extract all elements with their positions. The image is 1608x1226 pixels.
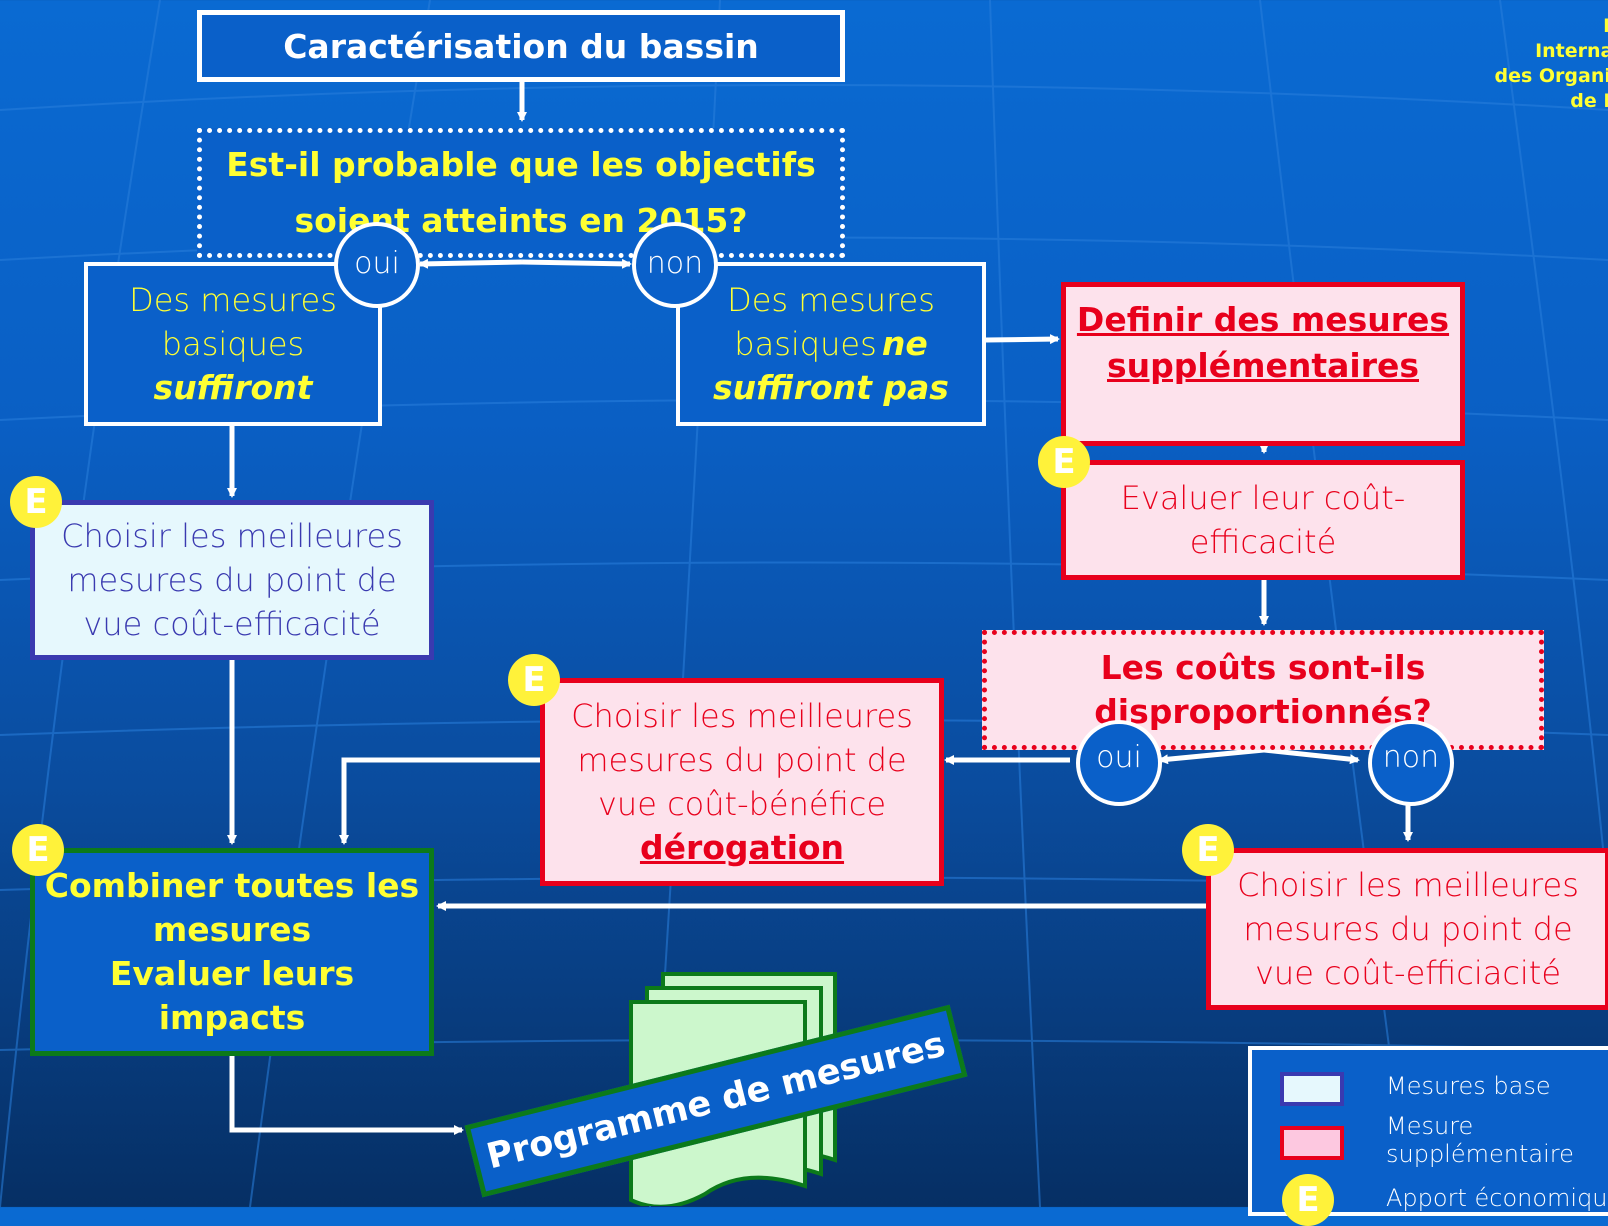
legend-basic-swatch xyxy=(1280,1072,1344,1106)
define-supplementary-measures-box: Definir des mesures supplémentaires xyxy=(1061,282,1465,446)
combine-line: mesures xyxy=(152,910,312,949)
no-label: non xyxy=(1382,740,1440,775)
costs-question-line: disproportionnés? xyxy=(1094,692,1432,731)
basic-no-line: basiques xyxy=(734,325,877,363)
choose-basic-measures-box: Choisir les meilleures mesures du point … xyxy=(30,500,434,660)
combine-line: Evaluer leurs xyxy=(109,954,355,993)
logo-line: Rés xyxy=(1494,14,1608,39)
combine-line: impacts xyxy=(158,998,306,1037)
legend-supplementary-line: supplémentaire xyxy=(1386,1140,1574,1168)
economic-input-icon: E xyxy=(508,654,560,706)
choose-supp-line: mesures du point de xyxy=(1243,910,1573,948)
yes-decision-circle: oui xyxy=(1076,720,1162,806)
logo-line: de Bas xyxy=(1570,90,1608,112)
choose-supplementary-measures-box: Choisir les meilleures mesures du point … xyxy=(1206,848,1608,1010)
choose-basic-line: Choisir les meilleures xyxy=(61,517,403,555)
basic-ok-line: basiques xyxy=(161,325,305,363)
choose-basic-line: vue coût-efficacité xyxy=(83,605,381,643)
legend-economic-icon: E xyxy=(1282,1174,1334,1226)
basic-no-line: Des mesures xyxy=(727,281,935,319)
cost-benefit-line: mesures du point de xyxy=(577,741,907,779)
basic-no-emphasis: suffiront pas xyxy=(713,368,949,407)
choose-supp-line: vue coût-efficiacité xyxy=(1254,954,1562,992)
evaluate-line: Evaluer leur coût- xyxy=(1120,479,1406,517)
basic-no-emphasis: ne xyxy=(881,324,928,363)
legend-box: Mesures base Mesure supplémentaire E App… xyxy=(1248,1046,1608,1226)
economic-input-icon: E xyxy=(12,824,64,876)
yes-label: oui xyxy=(354,246,400,281)
choose-cost-benefit-box: Choisir les meilleures mesures du point … xyxy=(540,678,944,886)
legend-economic-label: Apport économique xyxy=(1386,1184,1608,1212)
logo-line: des Organism xyxy=(1494,65,1608,87)
logo-line: Internatio xyxy=(1535,40,1608,62)
economic-input-icon: E xyxy=(10,476,62,528)
economic-input-icon: E xyxy=(1182,824,1234,876)
network-logo-text: Rés Internatio des Organism de Bas xyxy=(1494,14,1608,114)
objectives-question-line: Est-il probable que les objectifs xyxy=(226,145,816,184)
define-line: Definir des mesures xyxy=(1076,300,1450,339)
combine-measures-box: Combiner toutes les mesures Evaluer leur… xyxy=(30,848,434,1056)
combine-line: Combiner toutes les xyxy=(44,866,420,905)
basic-measures-sufficient-box: Des mesures basiques suffiront xyxy=(84,262,382,426)
cost-benefit-line: Choisir les meilleures xyxy=(571,697,913,735)
evaluate-line: efficacité xyxy=(1189,523,1337,561)
basic-ok-line: Des mesures xyxy=(129,281,337,319)
no-decision-circle: non xyxy=(1368,720,1454,806)
yes-label: oui xyxy=(1096,740,1142,775)
no-decision-circle: non xyxy=(632,222,718,308)
legend-supplementary-label: Mesure supplémentaire xyxy=(1386,1112,1574,1168)
basin-characterization-box: Caractérisation du bassin xyxy=(197,10,845,82)
basic-ok-emphasis: suffiront xyxy=(153,368,313,407)
choose-basic-line: mesures du point de xyxy=(67,561,397,599)
yes-decision-circle: oui xyxy=(334,222,420,308)
legend-supplementary-swatch xyxy=(1280,1126,1344,1160)
basin-characterization-label: Caractérisation du bassin xyxy=(283,26,759,66)
objectives-question-box: Est-il probable que les objectifs soient… xyxy=(197,128,845,258)
costs-question-line: Les coûts sont-ils xyxy=(1100,648,1426,687)
define-line: supplémentaires xyxy=(1107,346,1419,385)
disproportionate-costs-question-box: Les coûts sont-ils disproportionnés? xyxy=(982,630,1544,750)
legend-basic-label: Mesures base xyxy=(1386,1072,1551,1100)
evaluate-cost-effectiveness-box: Evaluer leur coût- efficacité xyxy=(1061,460,1465,580)
derogation-label: dérogation xyxy=(639,828,845,867)
legend-supplementary-line: Mesure xyxy=(1386,1112,1474,1140)
economic-input-icon: E xyxy=(1038,436,1090,488)
choose-supp-line: Choisir les meilleures xyxy=(1237,866,1579,904)
cost-benefit-line: vue coût-bénéfice xyxy=(597,785,887,823)
basic-measures-insufficient-box: Des mesures basiques ne suffiront pas xyxy=(676,262,986,426)
no-label: non xyxy=(646,246,704,281)
